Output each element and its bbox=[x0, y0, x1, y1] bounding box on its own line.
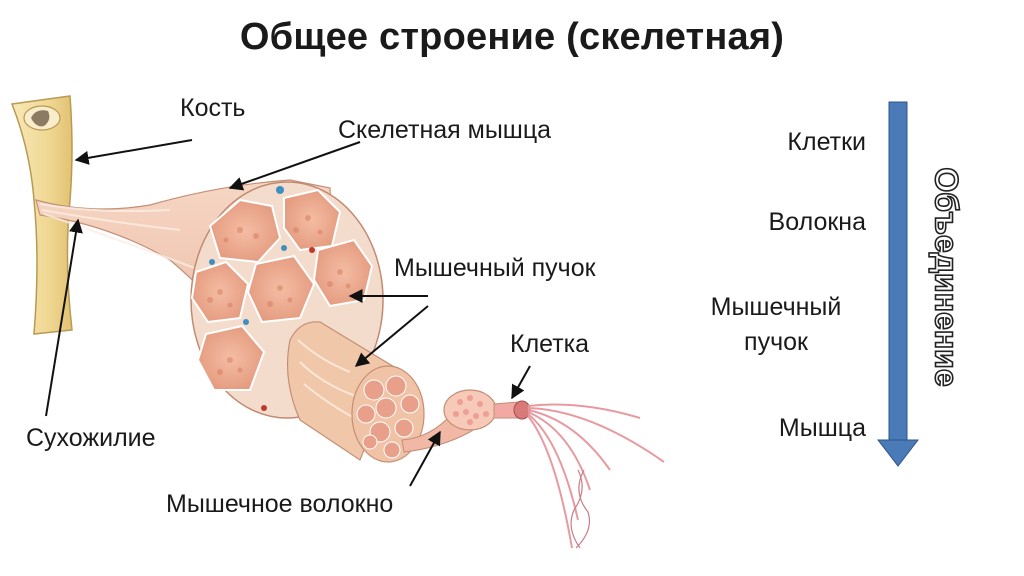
label-muscle-fiber: Мышечное волокно bbox=[166, 490, 394, 518]
label-skeletal-muscle: Скелетная мышца bbox=[338, 116, 552, 144]
level-fibers: Волокна bbox=[768, 208, 866, 236]
label-bone: Кость bbox=[180, 94, 246, 122]
label-cell: Клетка bbox=[510, 330, 590, 358]
level-cells: Клетки bbox=[787, 128, 866, 156]
label-tendon: Сухожилие bbox=[26, 424, 156, 452]
pointer-arrows bbox=[45, 139, 531, 487]
direction-label: Объединение bbox=[928, 167, 966, 388]
hierarchy-arrow bbox=[876, 101, 920, 467]
level-bundle: Мышечный пучок bbox=[686, 290, 866, 360]
level-bundle-text: Мышечный пучок bbox=[710, 293, 842, 356]
label-muscle-bundle: Мышечный пучок bbox=[394, 254, 596, 282]
muscle-bundle-shape bbox=[286, 321, 425, 463]
page-title: Общее строение (скелетная) bbox=[239, 16, 785, 58]
muscle-fiber-shape bbox=[401, 389, 665, 549]
level-muscle: Мышца bbox=[778, 414, 866, 442]
direction-label-box: Объединение bbox=[923, 146, 969, 408]
